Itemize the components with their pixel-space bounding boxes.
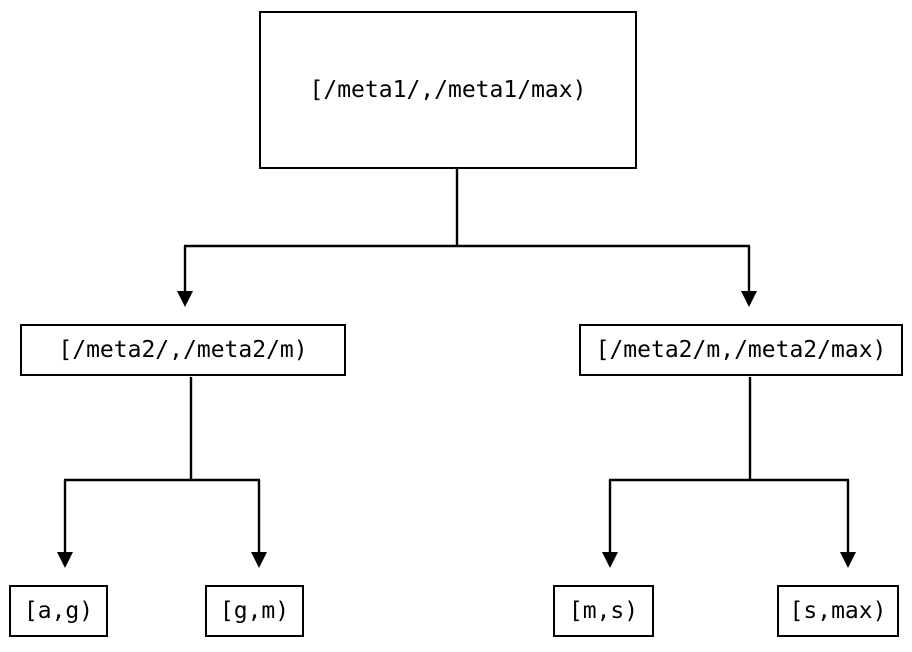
- arrowhead-to-left-branch-icon: [177, 291, 193, 307]
- node-leaf-smax[interactable]: [s,max): [777, 585, 899, 637]
- node-leaf-smax-label: [s,max): [789, 597, 887, 624]
- arrowhead-to-leaf-smax-icon: [840, 552, 856, 568]
- edge-left-branch-to-leaves: [57, 377, 267, 568]
- edge-right-branch-to-leaves: [602, 377, 856, 568]
- node-leaf-gm-label: [g,m): [219, 597, 290, 624]
- arrowhead-to-leaf-ms-icon: [602, 552, 618, 568]
- node-left-branch-label: [/meta2/,/meta2/m): [58, 336, 308, 363]
- node-leaf-ag[interactable]: [a,g): [9, 585, 108, 637]
- node-leaf-gm[interactable]: [g,m): [205, 585, 304, 637]
- node-leaf-ms[interactable]: [m,s): [553, 585, 654, 637]
- node-leaf-ms-label: [m,s): [568, 597, 639, 624]
- arrowhead-to-right-branch-icon: [741, 291, 757, 307]
- arrowhead-to-leaf-ag-icon: [57, 552, 73, 568]
- node-right-branch[interactable]: [/meta2/m,/meta2/max): [579, 324, 903, 376]
- node-right-branch-label: [/meta2/m,/meta2/max): [595, 336, 887, 363]
- node-root[interactable]: [/meta1/,/meta1/max): [259, 11, 637, 169]
- edge-root-to-branches: [177, 169, 757, 307]
- node-left-branch[interactable]: [/meta2/,/meta2/m): [20, 324, 346, 376]
- arrowhead-to-leaf-gm-icon: [251, 552, 267, 568]
- node-leaf-ag-label: [a,g): [23, 597, 94, 624]
- node-root-label: [/meta1/,/meta1/max): [309, 76, 587, 103]
